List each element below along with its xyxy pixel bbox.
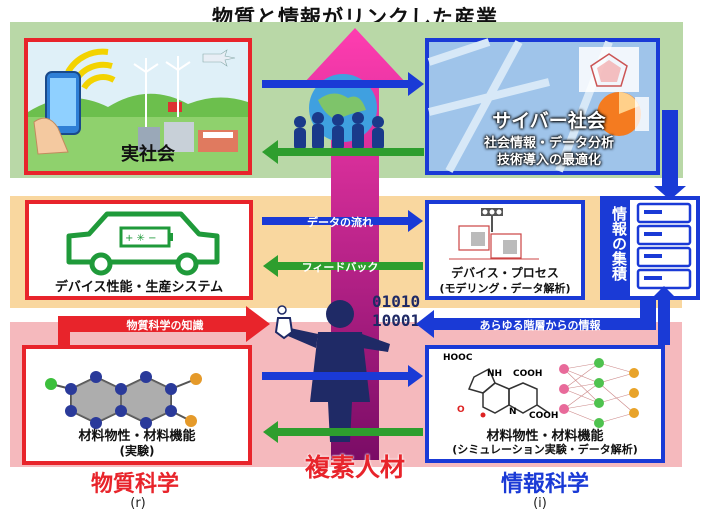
material-simulation-line1: 材料物性・材料機能 — [486, 429, 604, 444]
arrow-cyber-to-server — [654, 110, 686, 200]
binary-line2: 10001 — [372, 311, 421, 330]
globe-crowd-icon — [294, 74, 384, 150]
caption-r: (r) — [130, 496, 146, 511]
arrow-data-flow — [262, 210, 423, 232]
arrow-all-levels — [416, 300, 656, 338]
material-science-label: 物質科学 — [90, 472, 179, 497]
process-simulation-icon — [449, 208, 539, 260]
complex-talent-label: 複素人材 — [304, 453, 405, 482]
information-science-label: 情報科学 — [500, 472, 589, 497]
material-simulation-box: HOOC NH COOH O N COOH 材料物性・材料機能 (シミュレーショ… — [425, 345, 665, 463]
material-simulation-line2: (シミュレーション実験・データ解析) — [452, 443, 638, 456]
material-experiment-box: 材料物性・材料機能 (実験) — [22, 345, 252, 465]
cyber-society-box: サイバー社会 社会情報・データ分析 技術導入の最適化 — [425, 38, 660, 175]
molecule-structure-icon — [45, 371, 202, 429]
all-levels-label: あらゆる階層からの情報 — [479, 319, 601, 332]
arrow-real-to-cyber — [262, 72, 424, 96]
cooh-label-bottom: COOH — [529, 411, 559, 421]
electric-car-icon: + ✳ − — [66, 211, 220, 276]
molecule-network-icon — [467, 358, 639, 428]
info-collection-band — [604, 200, 630, 296]
material-knowledge-label: 物質科学の知識 — [126, 319, 204, 332]
device-system-label: デバイス性能・生産システム — [54, 280, 224, 295]
cooh-label-top: COOH — [513, 369, 543, 379]
data-flow-label: データの流れ — [307, 216, 373, 229]
device-process-box: デバイス・プロセス (モデリング・データ解析) — [425, 200, 585, 300]
binary-code: 01010 10001 — [372, 292, 420, 330]
device-process-line1: デバイス・プロセス — [451, 266, 559, 280]
caption-i: (i) — [533, 496, 547, 511]
feedback-label: フィードバック — [301, 261, 379, 274]
researcher-figure — [274, 300, 390, 442]
arrow-cyber-to-real — [262, 140, 424, 164]
cyber-society-line1: 社会情報・データ分析 — [483, 136, 614, 151]
cyber-map-illustration — [427, 38, 649, 173]
info-collection-label: 情報の集積 — [610, 206, 628, 281]
svg-text:+ ✳ −: + ✳ − — [125, 233, 157, 244]
material-experiment-line2: (実験) — [119, 444, 155, 458]
oxygen-label: O — [457, 405, 465, 415]
nitrogen-label: N — [509, 407, 517, 417]
city-illustration — [28, 48, 248, 171]
arrow-exp-to-sim — [262, 365, 423, 387]
arrow-sim-to-exp — [263, 421, 423, 443]
arrow-material-knowledge — [58, 306, 270, 346]
cyber-society-line2: 技術導入の最適化 — [496, 153, 601, 168]
arrow-sim-to-server — [650, 286, 678, 345]
central-upward-arrow — [303, 28, 407, 460]
cyber-society-label: サイバー社会 — [492, 110, 606, 132]
binary-line1: 01010 — [372, 292, 421, 311]
material-experiment-line1: 材料物性・材料機能 — [78, 429, 196, 444]
hooc-label: HOOC — [443, 353, 473, 363]
device-process-line2: (モデリング・データ解析) — [439, 282, 571, 295]
real-society-box: 実社会 — [24, 38, 252, 175]
device-system-box: + ✳ − デバイス性能・生産システム — [25, 200, 253, 300]
real-society-label: 実社会 — [121, 144, 175, 165]
nh-label: NH — [487, 369, 503, 379]
arrow-feedback — [263, 255, 423, 277]
